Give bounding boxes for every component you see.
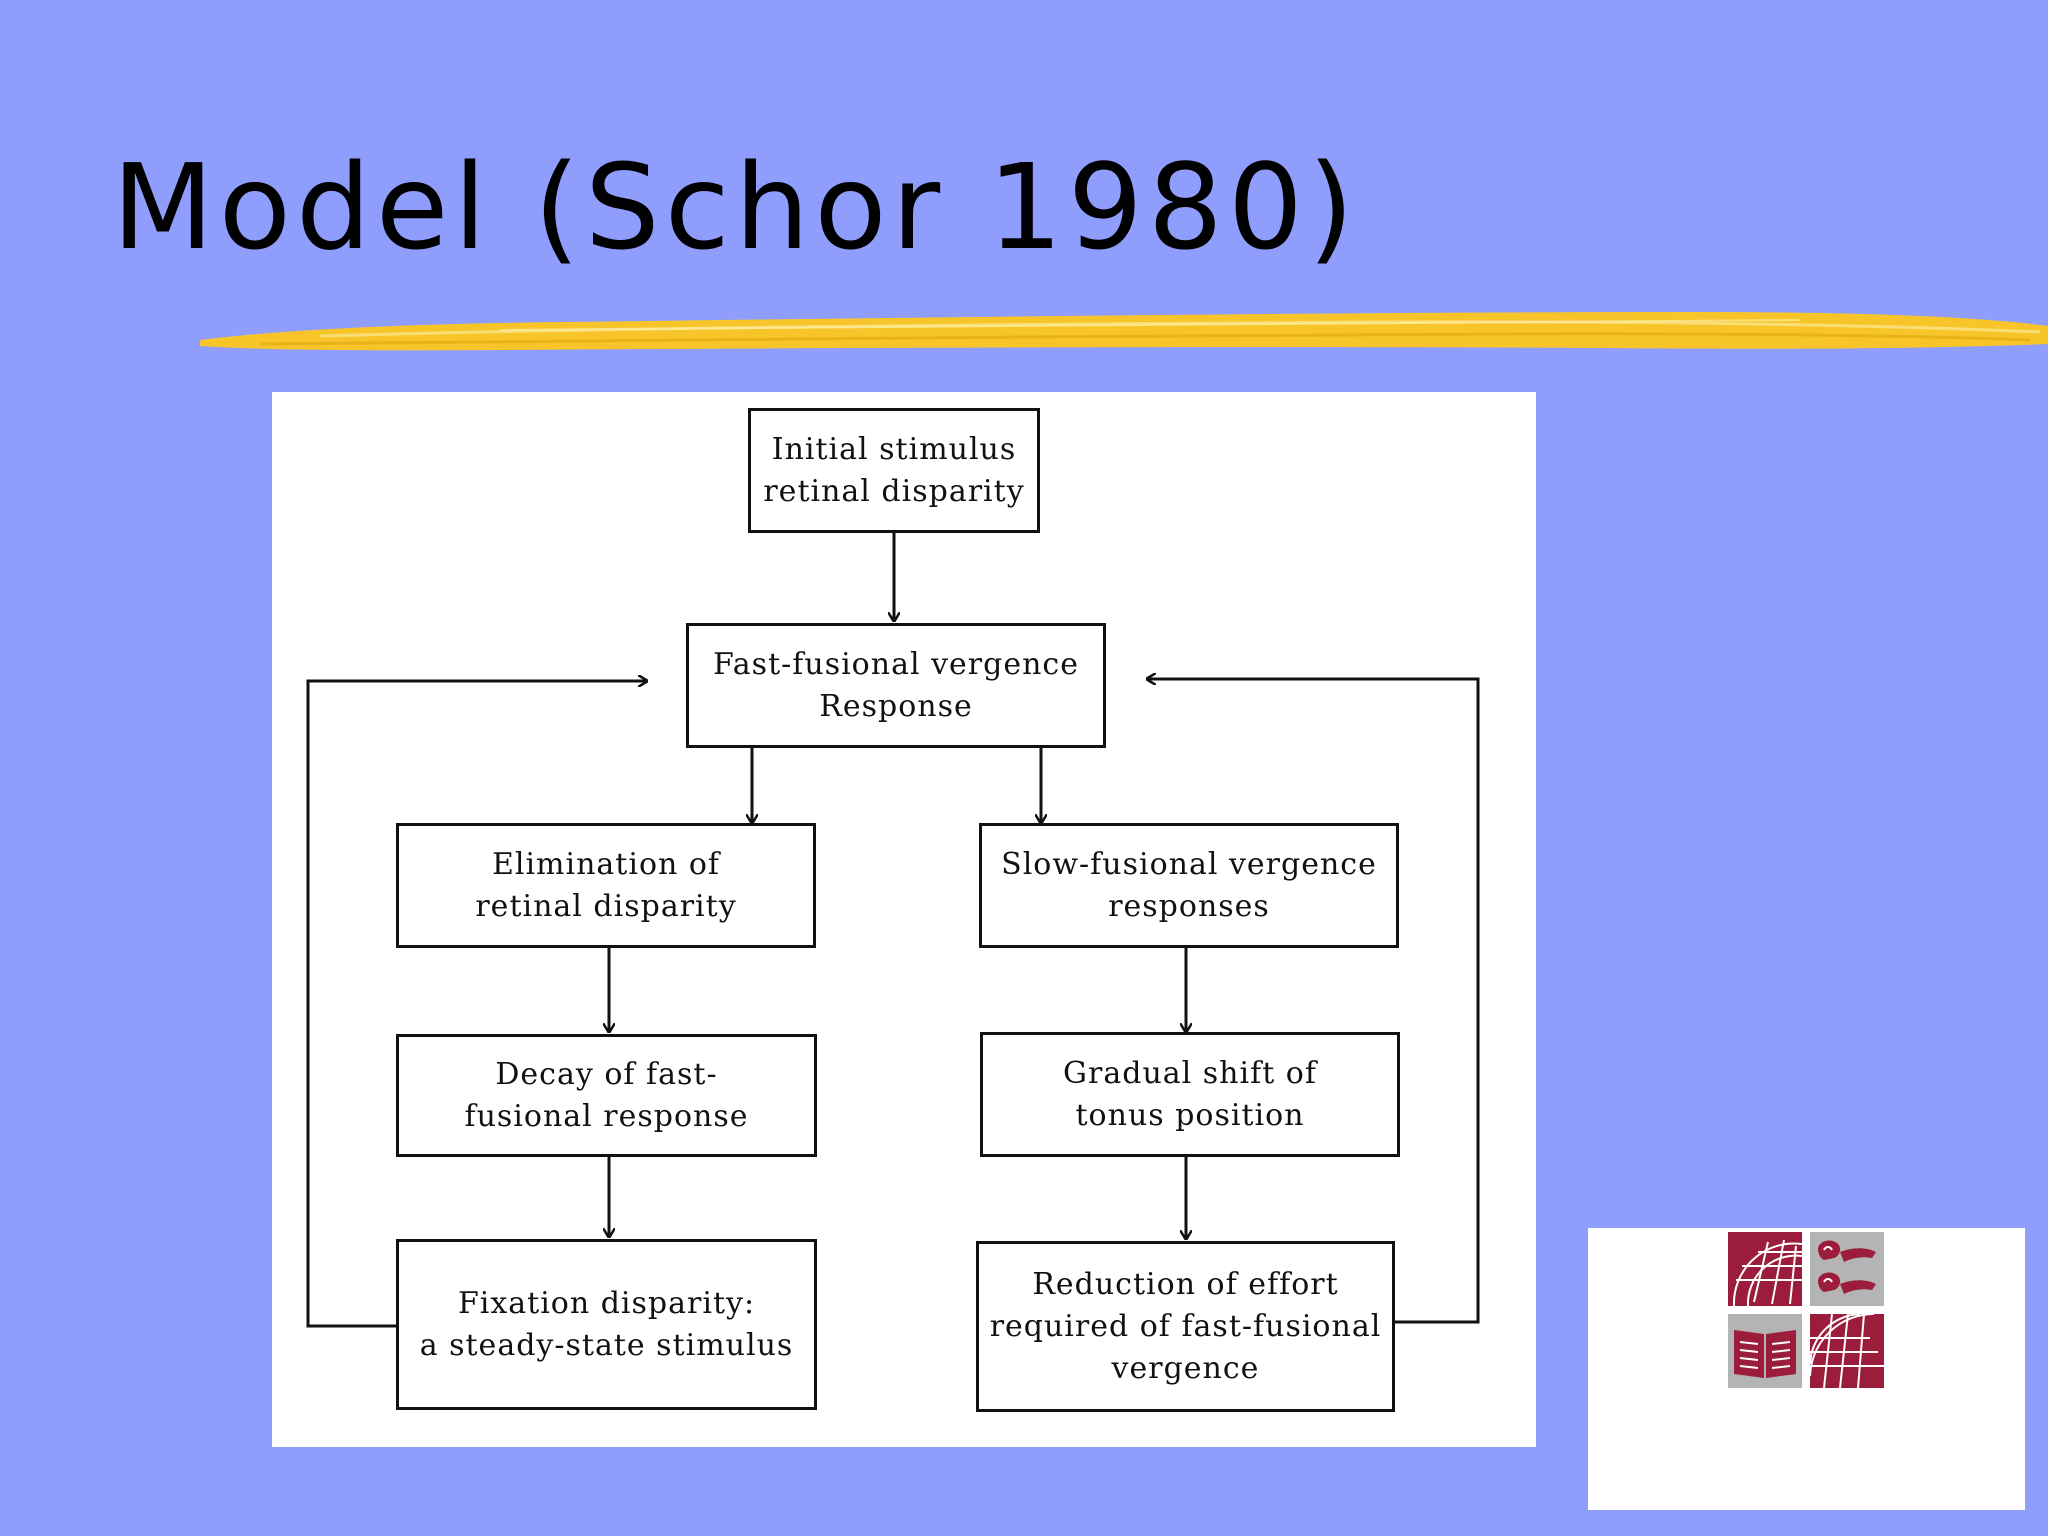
diagram-panel: Initial stimulus retinal disparity Fast-… bbox=[272, 392, 1536, 1447]
box-fast-fusional-vergence: Fast-fusional vergence Response bbox=[686, 623, 1106, 748]
box-elimination: Elimination of retinal disparity bbox=[396, 823, 816, 948]
slide-title: Model (Schor 1980) bbox=[112, 138, 1359, 276]
book-icon bbox=[1728, 1314, 1802, 1388]
globe-icon bbox=[1728, 1232, 1802, 1306]
box-fixation-disparity-label: Fixation disparity: a steady-state stimu… bbox=[419, 1285, 794, 1363]
brush-underline-decoration bbox=[200, 312, 2048, 351]
box-slow-fusional-vergence: Slow-fusional vergence responses bbox=[979, 823, 1399, 948]
box-elimination-label: Elimination of retinal disparity bbox=[475, 846, 737, 924]
flowchart-connectors bbox=[306, 533, 1480, 1328]
box-gradual-shift: Gradual shift of tonus position bbox=[980, 1032, 1400, 1157]
box-initial-stimulus-label: Initial stimulus retinal disparity bbox=[763, 431, 1025, 509]
box-reduction-effort: Reduction of effort required of fast-fus… bbox=[976, 1241, 1395, 1412]
box-slow-fusional-vergence-label: Slow-fusional vergence responses bbox=[1001, 846, 1377, 924]
box-gradual-shift-label: Gradual shift of tonus position bbox=[1063, 1055, 1317, 1133]
box-reduction-effort-label: Reduction of effort required of fast-fus… bbox=[989, 1266, 1382, 1386]
box-initial-stimulus: Initial stimulus retinal disparity bbox=[748, 408, 1040, 533]
hands-icon bbox=[1810, 1232, 1884, 1306]
box-fast-fusional-vergence-label: Fast-fusional vergence Response bbox=[713, 646, 1079, 724]
feedback-loop-right bbox=[1147, 679, 1480, 1324]
box-fixation-disparity: Fixation disparity: a steady-state stimu… bbox=[396, 1239, 817, 1410]
box-decay-label: Decay of fast- fusional response bbox=[464, 1056, 749, 1134]
institution-logo-panel bbox=[1588, 1228, 2025, 1510]
globe-icon bbox=[1810, 1314, 1884, 1388]
box-decay: Decay of fast- fusional response bbox=[396, 1034, 817, 1157]
feedback-loop-left bbox=[306, 681, 647, 1328]
